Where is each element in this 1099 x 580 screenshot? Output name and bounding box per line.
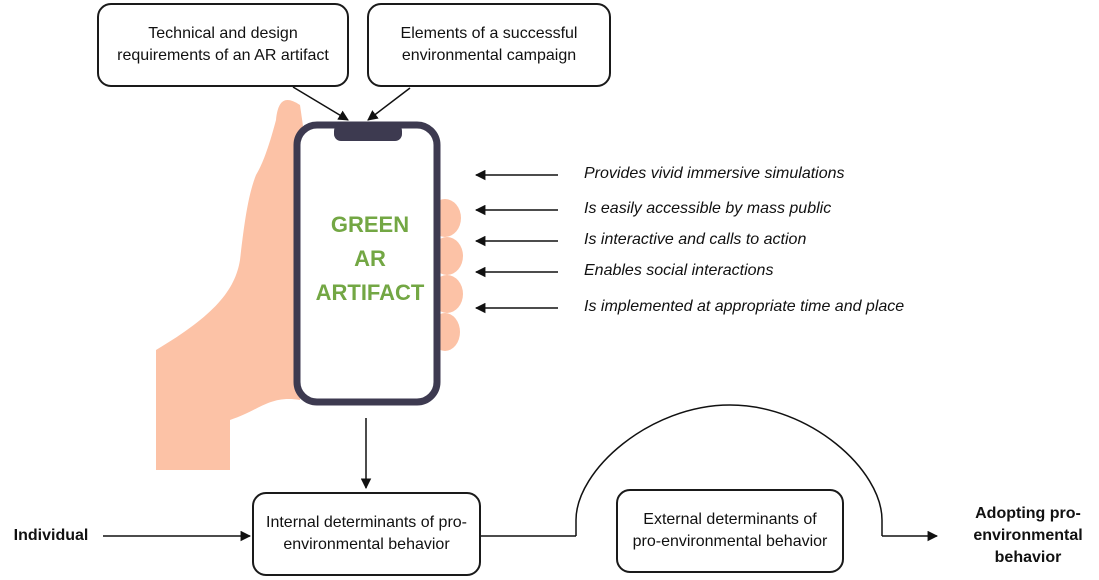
arc-bypass-external — [575, 404, 883, 536]
phone-label-line-1: GREEN — [330, 212, 410, 237]
outcome-label: Adopting pro-environmental behavior — [973, 505, 1083, 566]
external-determinants-label: External determinants of pro-environment… — [632, 511, 828, 550]
internal-determinants-label: Internal determinants of pro-environment… — [266, 514, 467, 553]
campaign-elements-box: Elements of a successful environmental c… — [367, 3, 611, 87]
arrow-campaign-to-phone — [367, 87, 411, 121]
technical-requirements-box: Technical and design requirements of an … — [97, 3, 349, 87]
phone-label-line-3: ARTIFACT — [315, 280, 425, 305]
individual-label: Individual — [13, 527, 89, 544]
campaign-elements-label: Elements of a successful environmental c… — [400, 25, 578, 64]
arrow-technical-to-phone — [292, 86, 349, 121]
phone-illustration — [293, 121, 441, 406]
feature-item: Enables social interactions — [584, 262, 774, 279]
internal-determinants-box: Internal determinants of pro-environment… — [252, 492, 481, 576]
external-determinants-box: External determinants of pro-environment… — [616, 489, 844, 573]
feature-item: Provides vivid immersive simulations — [584, 165, 845, 182]
technical-requirements-label: Technical and design requirements of an … — [117, 25, 329, 64]
phone-label-line-2: AR — [354, 246, 386, 271]
feature-item: Is interactive and calls to action — [584, 231, 807, 248]
feature-item: Is implemented at appropriate time and p… — [584, 298, 905, 315]
feature-item: Is easily accessible by mass public — [584, 200, 832, 217]
